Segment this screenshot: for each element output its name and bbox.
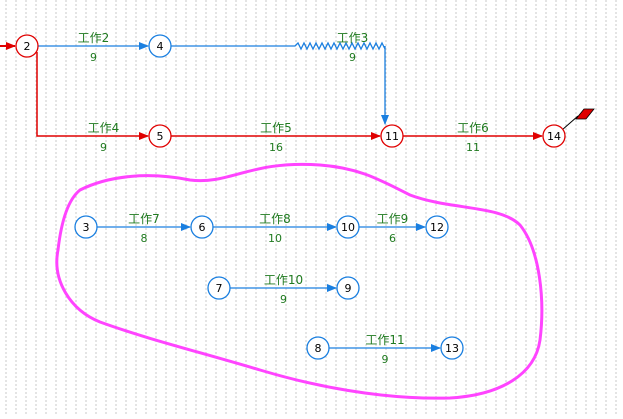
event-node-label: 3 <box>83 221 90 234</box>
event-node-circle <box>380 124 404 148</box>
activity-arrow[interactable] <box>171 41 389 125</box>
event-node[interactable]: 5 <box>148 124 172 148</box>
activity-duration: 9 <box>90 51 97 64</box>
event-node-label: 2 <box>24 40 31 53</box>
activity-name: 工作11 <box>365 333 404 347</box>
event-node-circle <box>336 215 360 239</box>
event-node-label: 4 <box>157 40 164 53</box>
event-node[interactable]: 9 <box>336 276 360 300</box>
event-node-circle <box>148 34 172 58</box>
event-node-circle <box>306 336 330 360</box>
activity-name: 工作3 <box>337 31 369 45</box>
activity-name: 工作9 <box>377 212 409 226</box>
event-node[interactable]: 3 <box>74 215 98 239</box>
finish-flag-icon <box>575 108 595 120</box>
activity-duration: 6 <box>389 232 396 245</box>
activity-name: 工作7 <box>128 212 160 226</box>
event-node-circle <box>440 336 464 360</box>
activity-duration: 11 <box>466 141 480 154</box>
event-node[interactable]: 13 <box>440 336 464 360</box>
event-node[interactable]: 10 <box>336 215 360 239</box>
event-node-label: 10 <box>341 221 355 234</box>
event-node-label: 6 <box>199 221 206 234</box>
activity-name: 工作10 <box>264 273 303 287</box>
event-node-circle <box>207 276 231 300</box>
event-node-label: 13 <box>445 342 459 355</box>
activity-duration: 9 <box>280 293 287 306</box>
background-grid <box>5 0 617 415</box>
activity-duration: 9 <box>100 141 107 154</box>
activity-duration: 10 <box>268 232 282 245</box>
event-node[interactable]: 8 <box>306 336 330 360</box>
event-node-circle <box>425 215 449 239</box>
event-node-circle <box>190 215 214 239</box>
activity-name: 工作2 <box>78 31 110 45</box>
event-node[interactable]: 2 <box>15 34 39 58</box>
event-node-label: 12 <box>430 221 444 234</box>
activity-duration: 9 <box>349 51 356 64</box>
event-node[interactable]: 4 <box>148 34 172 58</box>
activity-arrow[interactable] <box>36 52 149 140</box>
activity-name: 工作6 <box>457 121 489 135</box>
event-node-label: 7 <box>216 282 223 295</box>
event-node[interactable]: 14 <box>542 124 566 148</box>
event-node[interactable]: 6 <box>190 215 214 239</box>
event-node-circle <box>336 276 360 300</box>
event-node-label: 5 <box>157 130 164 143</box>
event-node[interactable]: 7 <box>207 276 231 300</box>
event-node-circle <box>542 124 566 148</box>
activity-duration: 16 <box>269 141 283 154</box>
event-node-label: 9 <box>345 282 352 295</box>
event-node-label: 11 <box>385 130 399 143</box>
activity-name: 工作5 <box>260 121 292 135</box>
highlight-region-outline <box>55 162 544 400</box>
activity-name: 工作8 <box>259 212 291 226</box>
event-node[interactable]: 12 <box>425 215 449 239</box>
activity-name: 工作4 <box>88 121 120 135</box>
event-node-circle <box>15 34 39 58</box>
event-node[interactable]: 11 <box>380 124 404 148</box>
event-node-label: 8 <box>315 342 322 355</box>
event-node-circle <box>74 215 98 239</box>
event-node-label: 14 <box>547 130 561 143</box>
activity-duration: 8 <box>141 232 148 245</box>
event-node-circle <box>148 124 172 148</box>
finish-flag-pole <box>561 115 579 131</box>
activity-duration: 9 <box>382 353 389 366</box>
